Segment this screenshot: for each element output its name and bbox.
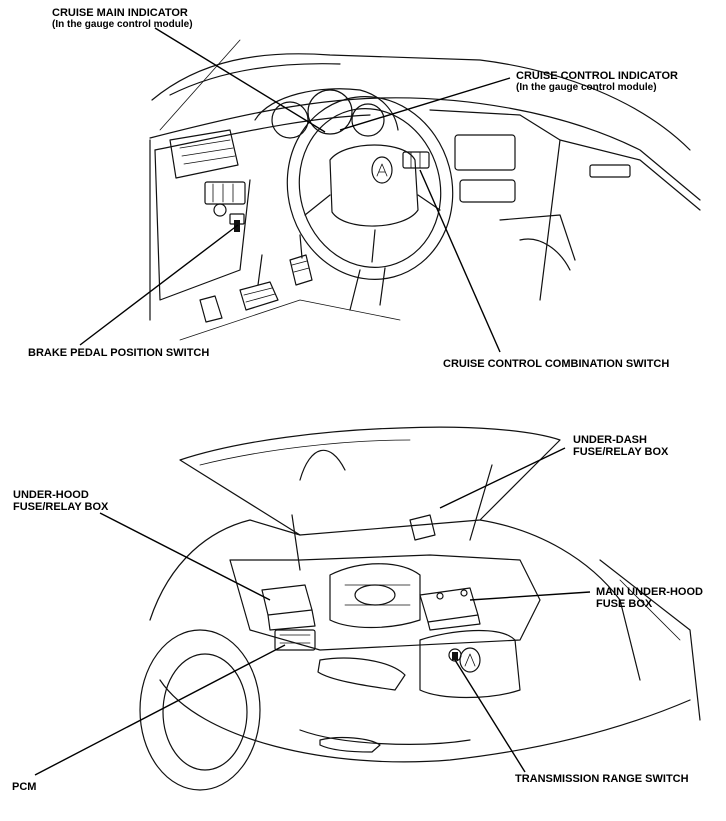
label-cruise-control-indicator-title: CRUISE CONTROL INDICATOR (516, 70, 678, 82)
label-cruise-main-title: CRUISE MAIN INDICATOR (52, 7, 188, 19)
label-cruise-main-note: (In the gauge control module) (52, 19, 193, 30)
leader-under-dash (439, 447, 566, 509)
label-under-hood-line1: UNDER-HOOD (13, 489, 89, 501)
label-cruise-control-combination-switch: CRUISE CONTROL COMBINATION SWITCH (443, 358, 669, 370)
label-cruise-main-indicator: CRUISE MAIN INDICATOR (In the gauge cont… (52, 7, 193, 31)
label-under-dash-line1: UNDER-DASH (573, 434, 647, 446)
label-cruise-combination-title: CRUISE CONTROL COMBINATION SWITCH (443, 358, 670, 370)
label-brake-pedal-title: BRAKE PEDAL POSITION SWITCH (28, 347, 210, 359)
label-main-under-hood-line2: FUSE BOX (596, 598, 653, 610)
label-main-under-hood-line1: MAIN UNDER-HOOD (596, 586, 703, 598)
leader-cruise-combination (419, 169, 501, 353)
label-pcm: PCM (12, 781, 36, 793)
label-cruise-control-indicator-note: (In the gauge control module) (516, 82, 657, 93)
label-pcm-title: PCM (12, 781, 37, 793)
engine-bay-illustration (139, 426, 701, 791)
label-transmission-range-title: TRANSMISSION RANGE SWITCH (515, 773, 689, 785)
leader-pcm (34, 644, 286, 776)
label-under-dash-fuse-relay-box: UNDER-DASH FUSE/RELAY BOX (573, 434, 668, 458)
label-main-under-hood-fuse-box: MAIN UNDER-HOOD FUSE BOX (596, 586, 703, 610)
leader-cruise-control-indicator (339, 77, 511, 131)
label-brake-pedal-position-switch: BRAKE PEDAL POSITION SWITCH (28, 347, 209, 359)
leader-main-under-hood (469, 591, 591, 601)
label-transmission-range-switch: TRANSMISSION RANGE SWITCH (515, 773, 689, 785)
label-under-hood-line2: FUSE/RELAY BOX (13, 501, 109, 513)
leader-cruise-main (154, 27, 326, 133)
leader-brake-pedal (79, 224, 239, 346)
dashboard-illustration (149, 39, 701, 341)
label-under-hood-fuse-relay-box: UNDER-HOOD FUSE/RELAY BOX (13, 489, 108, 513)
label-cruise-control-indicator: CRUISE CONTROL INDICATOR (In the gauge c… (516, 70, 678, 94)
label-under-dash-line2: FUSE/RELAY BOX (573, 446, 669, 458)
leader-transmission-range (454, 659, 526, 773)
leader-under-hood (99, 512, 271, 601)
